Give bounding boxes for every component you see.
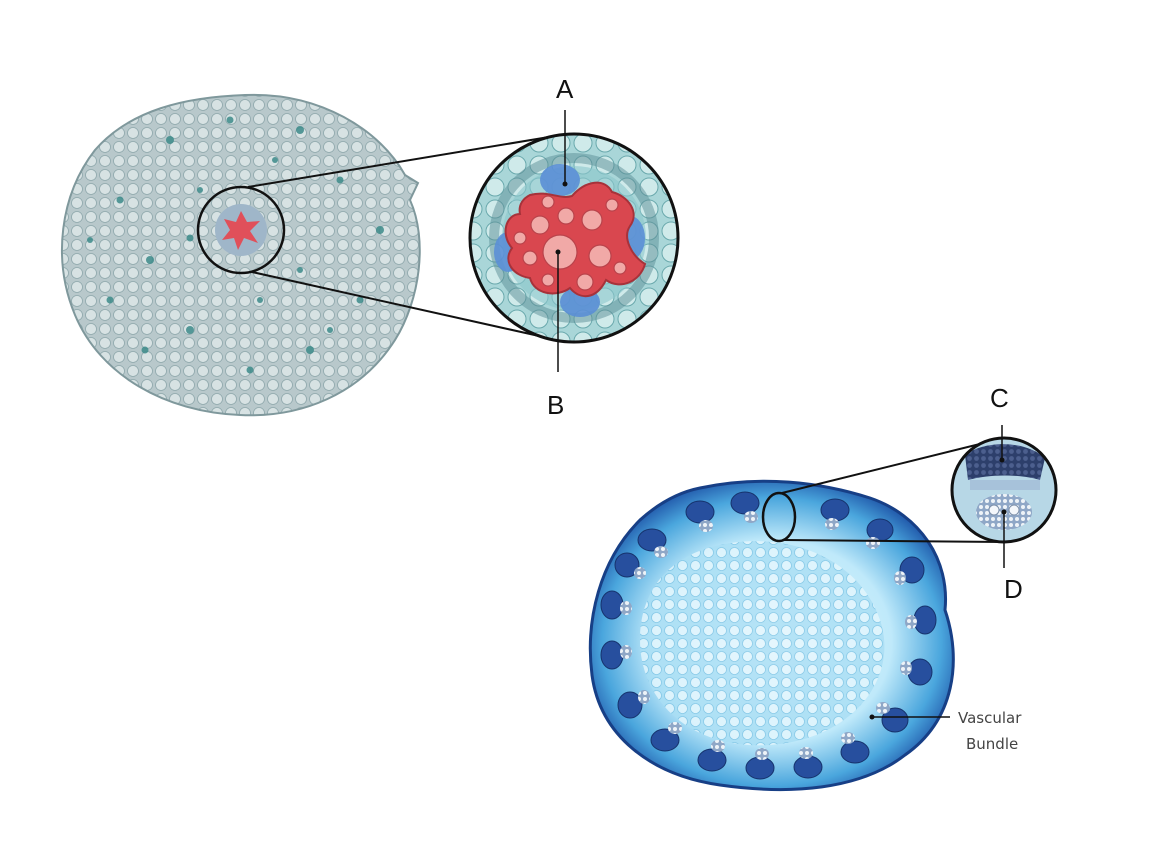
root-connector-lines [247, 135, 558, 341]
label-a: A [556, 74, 574, 104]
label-d: D [1004, 574, 1023, 604]
label-c: C [990, 383, 1009, 413]
stem-vascular-bundles [600, 491, 937, 780]
xylem-vessels [513, 195, 627, 291]
vascular-bundle-callout: Vascular Bundle [869, 709, 1022, 753]
stem-magnifier-circle [761, 491, 797, 543]
bundle-sclerenchyma-cap [965, 444, 1045, 480]
root-stele-zoom: A B [468, 74, 680, 420]
vascular-bundle-zoom: C D [950, 383, 1058, 604]
vascular-bundle-label-line1: Vascular [958, 709, 1022, 727]
stem-connector-lines [781, 438, 1005, 543]
vascular-bundle-label-line2: Bundle [966, 735, 1018, 753]
root-zoom-border [468, 132, 680, 344]
root-stele-small [215, 204, 267, 256]
root-cross-section [61, 93, 421, 417]
stem-cross-section [588, 479, 955, 792]
root-magnifier-circle [196, 185, 286, 275]
label-b: B [547, 390, 564, 420]
root-dark-cells [87, 116, 384, 374]
